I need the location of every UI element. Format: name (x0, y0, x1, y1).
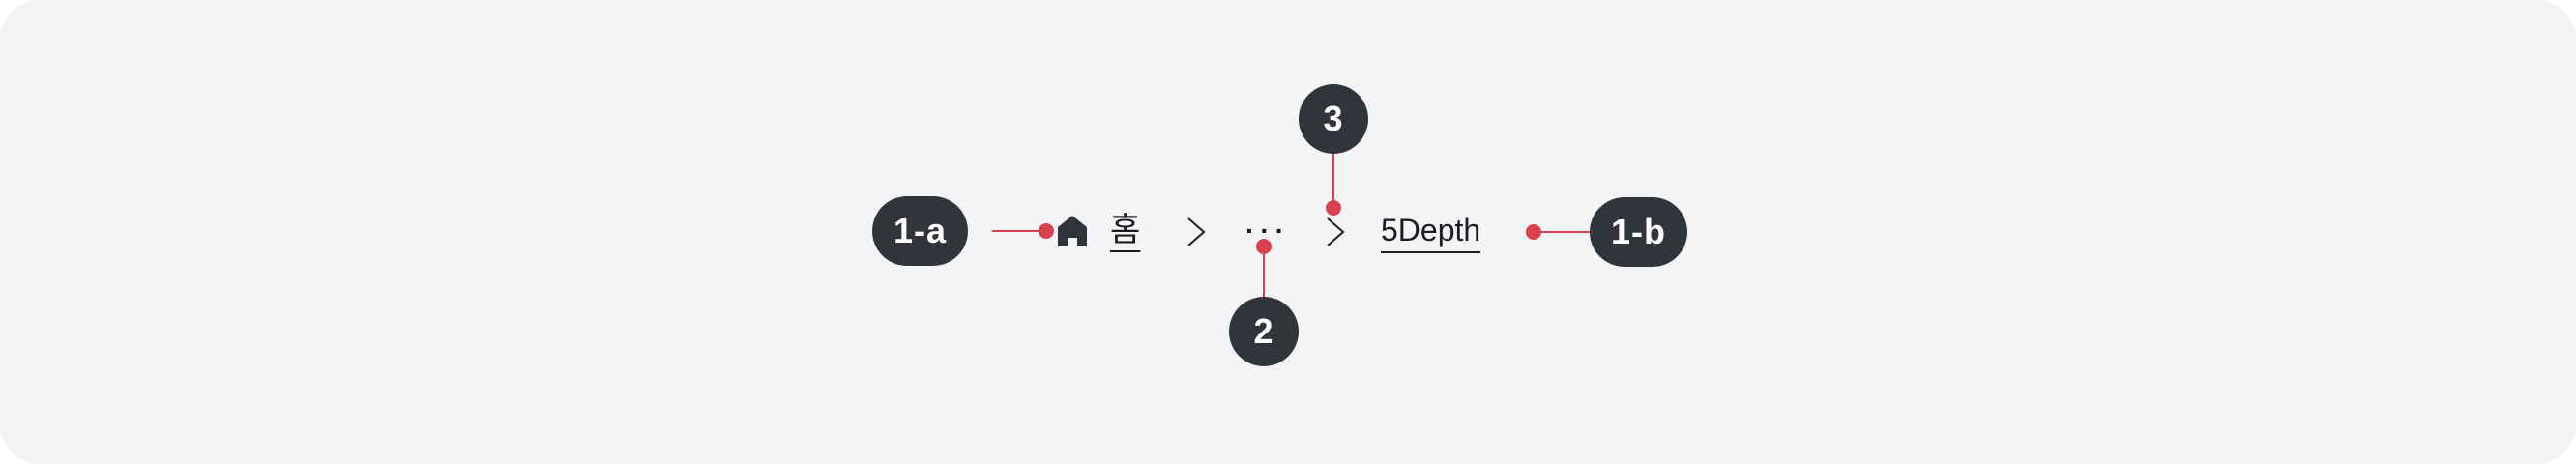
home-icon[interactable] (1054, 213, 1091, 249)
marker-dot-3 (1326, 200, 1341, 216)
annotation-badge-3: 3 (1299, 84, 1368, 154)
breadcrumb-current-page: 5Depth (1381, 213, 1481, 253)
marker-dot-1a (1039, 223, 1054, 239)
chevron-right-icon (1327, 218, 1345, 246)
connector-2 (1263, 246, 1265, 297)
chevron-right-icon (1187, 218, 1206, 246)
breadcrumb-ellipsis-button[interactable]: ··· (1245, 216, 1290, 246)
connector-3 (1332, 154, 1334, 204)
annotation-badge-2: 2 (1229, 297, 1299, 366)
connector-1b (1534, 231, 1590, 233)
annotation-badge-1a: 1-a (872, 196, 969, 266)
breadcrumb-home-link[interactable]: 홈 (1110, 212, 1141, 248)
connector-1a (992, 230, 1046, 232)
annotation-badge-1b: 1-b (1590, 197, 1687, 267)
